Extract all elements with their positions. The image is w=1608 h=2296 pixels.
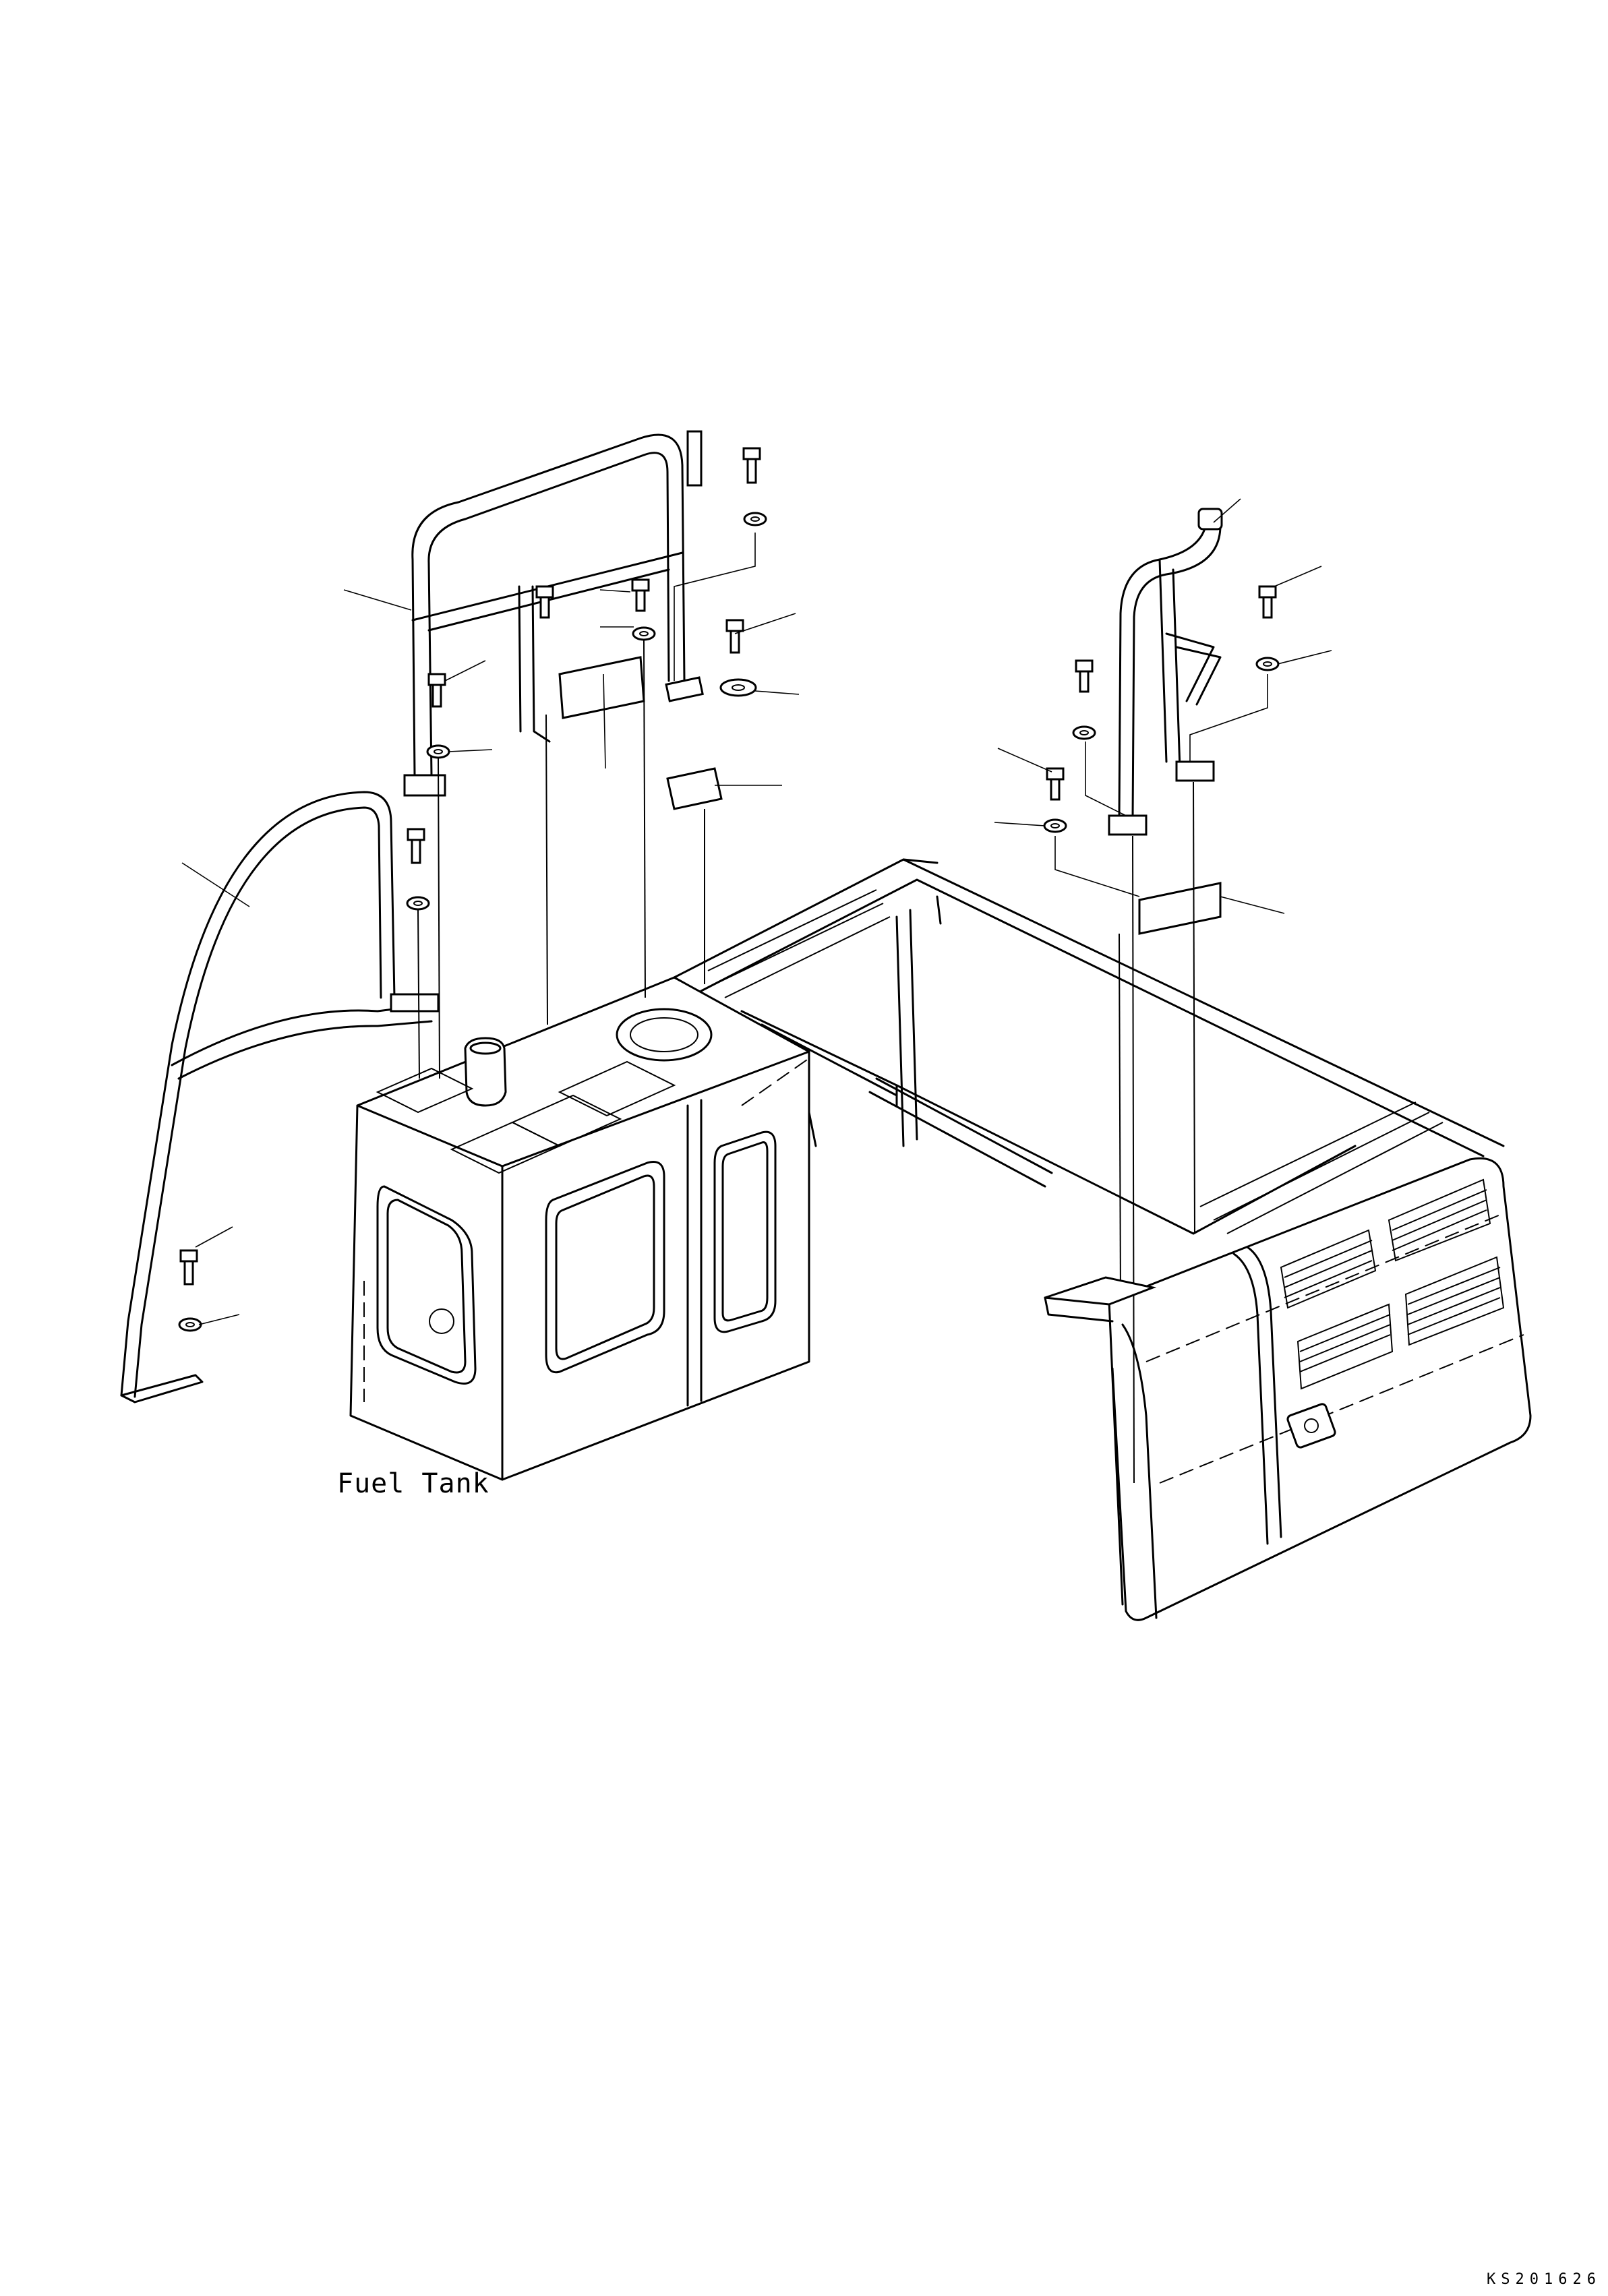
bracket-plates: [558, 656, 1222, 935]
fuel-tank: [349, 976, 810, 1481]
fuel-tank-label: Fuel Tank: [337, 1468, 489, 1499]
machine-frame: [673, 858, 1505, 1235]
handrail-left-top: [403, 430, 704, 797]
louver-group: [1280, 1178, 1505, 1390]
bolts: [179, 447, 1277, 1286]
assembly-centerlines: [417, 640, 1195, 1484]
drawing-code: KS201626: [1487, 2271, 1601, 2288]
leader-lines: [181, 498, 1332, 1325]
engine-hood-counterweight: [1044, 1157, 1532, 1621]
handrail-left-lower: [120, 791, 440, 1403]
washers: [178, 512, 1280, 1332]
handrail-right: [1108, 508, 1223, 836]
